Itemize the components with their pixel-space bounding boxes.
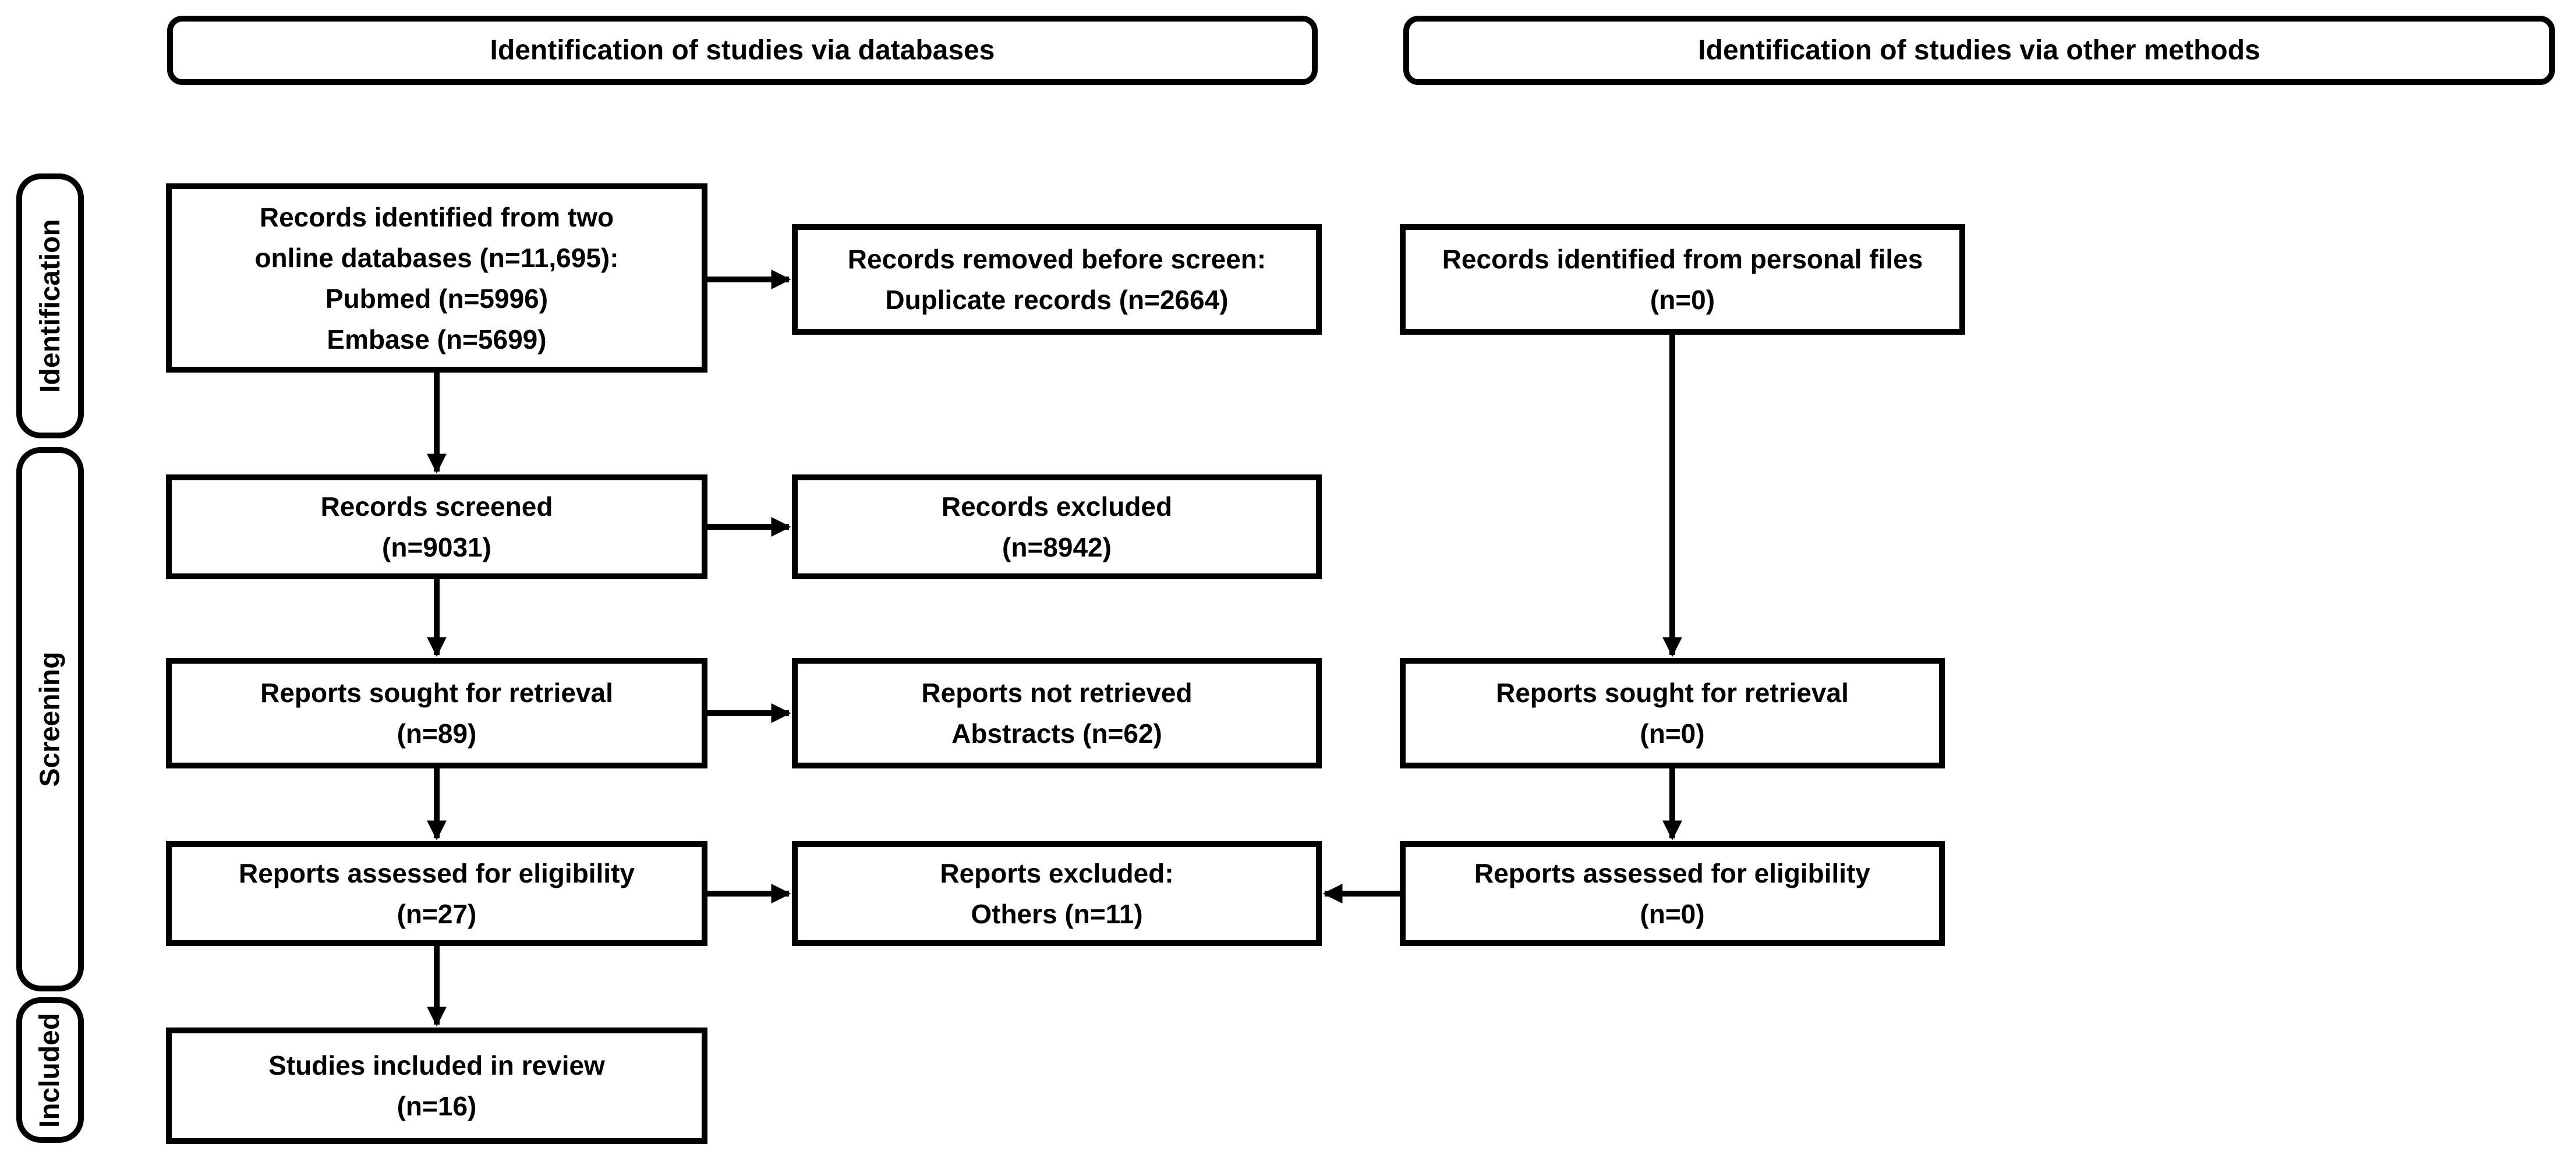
- box-line: Duplicate records (n=2664): [885, 285, 1229, 315]
- box-reports-not-retrieved: Reports not retrieved Abstracts (n=62): [792, 658, 1322, 768]
- box-line: Studies included in review: [268, 1050, 605, 1080]
- box-line: (n=9031): [382, 532, 491, 562]
- box-reports-excluded: Reports excluded: Others (n=11): [792, 841, 1322, 946]
- box-line: Others (n=11): [971, 899, 1143, 929]
- stage-included-label: Included: [34, 1012, 66, 1128]
- stage-identification-label: Identification: [34, 219, 66, 393]
- stage-included: Included: [16, 997, 84, 1143]
- box-line: Reports not retrieved: [921, 678, 1193, 708]
- box-line: Reports excluded:: [940, 858, 1174, 888]
- box-line: Reports assessed for eligibility: [1474, 858, 1870, 888]
- header-other-methods: Identification of studies via other meth…: [1403, 16, 2555, 85]
- box-line: Reports sought for retrieval: [260, 678, 613, 708]
- box-line: Abstracts (n=62): [951, 718, 1162, 749]
- header-other-methods-label: Identification of studies via other meth…: [1698, 35, 2260, 66]
- box-line: Records identified from two: [259, 201, 614, 232]
- box-reports-assessed-other: Reports assessed for eligibility (n=0): [1400, 841, 1945, 946]
- stage-identification: Identification: [16, 173, 84, 438]
- box-reports-assessed-databases: Reports assessed for eligibility (n=27): [166, 841, 707, 946]
- header-databases-label: Identification of studies via databases: [490, 35, 995, 66]
- box-line: (n=0): [1640, 718, 1705, 749]
- header-databases: Identification of studies via databases: [167, 16, 1318, 85]
- box-line: Records excluded: [941, 491, 1173, 522]
- box-line: (n=16): [397, 1091, 477, 1121]
- box-records-screened: Records screened (n=9031): [166, 474, 707, 579]
- box-line: Records removed before screen:: [847, 244, 1266, 274]
- stage-screening-label: Screening: [34, 651, 66, 787]
- box-line: Embase (n=5699): [327, 324, 547, 355]
- box-studies-included: Studies included in review (n=16): [166, 1028, 707, 1144]
- box-records-removed-before-screen: Records removed before screen: Duplicate…: [792, 224, 1322, 335]
- box-line: (n=0): [1650, 285, 1715, 315]
- box-line: online databases (n=11,695):: [254, 242, 619, 273]
- box-records-excluded: Records excluded (n=8942): [792, 474, 1322, 579]
- box-line: Pubmed (n=5996): [325, 283, 549, 314]
- stage-screening: Screening: [16, 447, 84, 991]
- box-reports-sought-other: Reports sought for retrieval (n=0): [1400, 658, 1945, 768]
- box-line: Reports sought for retrieval: [1496, 678, 1849, 708]
- box-line: (n=27): [397, 899, 477, 929]
- box-line: (n=0): [1640, 899, 1705, 929]
- box-line: (n=89): [397, 718, 477, 749]
- box-reports-sought-databases: Reports sought for retrieval (n=89): [166, 658, 707, 768]
- box-line: (n=8942): [1002, 532, 1112, 562]
- box-records-identified-databases: Records identified from two online datab…: [166, 183, 707, 373]
- box-line: Records screened: [320, 491, 553, 522]
- box-line: Reports assessed for eligibility: [238, 858, 635, 888]
- box-line: Records identified from personal files: [1442, 244, 1923, 274]
- box-records-identified-personal-files: Records identified from personal files (…: [1400, 224, 1965, 335]
